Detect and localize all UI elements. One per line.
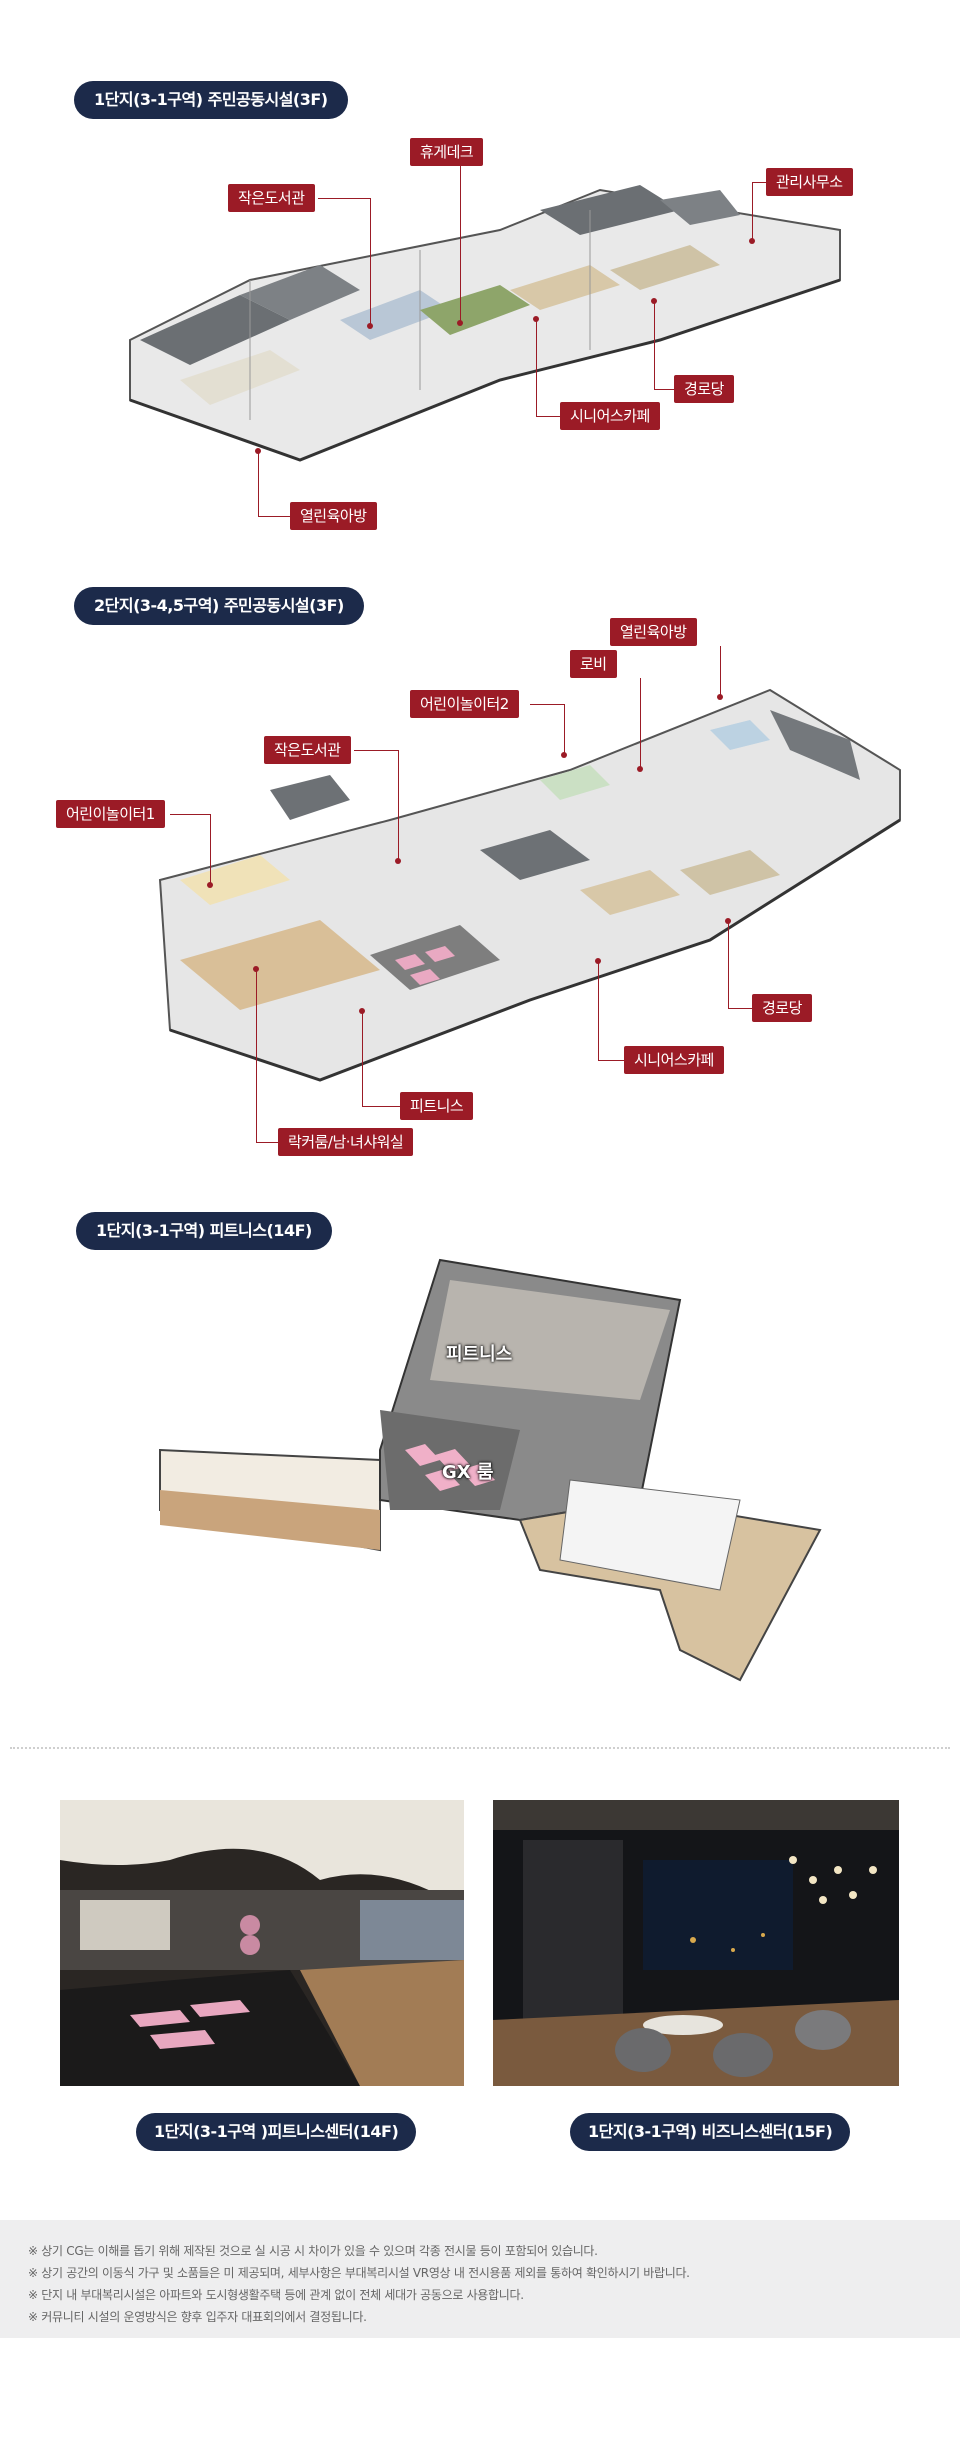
leader-line — [370, 198, 371, 326]
section-title-3: 1단지(3-1구역) 피트니스(14F) — [76, 1212, 332, 1250]
leader-line — [362, 1106, 400, 1107]
label-senior-center-1: 경로당 — [674, 375, 734, 403]
leader-line — [752, 182, 753, 240]
note-line: ※ 상기 CG는 이해를 돕기 위해 제작된 것으로 실 시공 시 차이가 있을… — [28, 2244, 598, 2258]
leader-line — [598, 960, 599, 1060]
note-line: ※ 단지 내 부대복리시설은 아파트와 도시형생활주택 등에 관계 없이 전체 … — [28, 2288, 524, 2302]
leader-dot — [725, 918, 731, 924]
label-lobby: 로비 — [570, 650, 617, 678]
leader-line — [752, 182, 766, 183]
leader-line — [654, 389, 674, 390]
label-open-nursery-2: 열린육아방 — [610, 618, 697, 646]
leader-line — [720, 646, 721, 696]
leader-line — [170, 814, 210, 815]
section-title-2: 2단지(3-4,5구역) 주민공동시설(3F) — [74, 587, 364, 625]
label-playground-1: 어린이놀이터1 — [56, 800, 165, 828]
leader-line — [536, 318, 537, 416]
leader-dot — [595, 958, 601, 964]
leader-line — [210, 814, 211, 884]
photo-caption-fitness: 1단지(3-1구역 )피트니스센터(14F) — [136, 2113, 417, 2151]
leader-line — [354, 750, 398, 751]
label-rest-deck: 휴게데크 — [410, 138, 484, 166]
leader-line — [530, 704, 564, 705]
leader-line — [256, 968, 257, 1142]
label-fitness-2: 피트니스 — [400, 1092, 474, 1120]
leader-line — [728, 920, 729, 1008]
disclaimer-notes: ※ 상기 CG는 이해를 돕기 위해 제작된 것으로 실 시공 시 차이가 있을… — [0, 2220, 960, 2338]
leader-line — [564, 704, 565, 754]
leader-line — [362, 1010, 363, 1106]
label-playground-2: 어린이놀이터2 — [410, 690, 519, 718]
leader-dot — [367, 323, 373, 329]
label-management-office: 관리사무소 — [766, 168, 853, 196]
photo-fitness-center — [60, 1800, 464, 2086]
leader-line — [258, 516, 290, 517]
room-label-gx-room: GX 룸 — [442, 1462, 494, 1483]
leader-dot — [395, 858, 401, 864]
label-small-library-2: 작은도서관 — [264, 736, 351, 764]
leader-line — [728, 1008, 752, 1009]
leader-dot — [255, 448, 261, 454]
leader-dot — [457, 320, 463, 326]
leader-line — [598, 1060, 624, 1061]
leader-line — [640, 678, 641, 768]
leader-line — [318, 198, 370, 199]
note-line: ※ 상기 공간의 이동식 가구 및 소품들은 미 제공되며, 세부사항은 부대복… — [28, 2266, 690, 2280]
leader-dot — [717, 694, 723, 700]
floor-plan-3 — [140, 1250, 830, 1700]
section-divider — [10, 1747, 950, 1749]
leader-dot — [561, 752, 567, 758]
leader-line — [654, 300, 655, 389]
leader-dot — [651, 298, 657, 304]
label-small-library-1: 작은도서관 — [228, 184, 315, 212]
leader-line — [256, 1142, 278, 1143]
label-senior-cafe-1: 시니어스카페 — [560, 402, 660, 430]
label-open-nursery-1: 열린육아방 — [290, 502, 377, 530]
leader-line — [536, 416, 560, 417]
leader-dot — [253, 966, 259, 972]
floor-plan-2 — [150, 670, 910, 1110]
room-label-fitness: 피트니스 — [446, 1344, 513, 1365]
leader-line — [460, 166, 461, 322]
leader-line — [398, 750, 399, 860]
photo-business-center — [493, 1800, 899, 2086]
leader-dot — [749, 238, 755, 244]
section-title-1: 1단지(3-1구역) 주민공동시설(3F) — [74, 81, 348, 119]
photo-caption-business: 1단지(3-1구역) 비즈니스센터(15F) — [570, 2113, 851, 2151]
note-line: ※ 커뮤니티 시설의 운영방식은 향후 입주자 대표회의에서 결정됩니다. — [28, 2310, 367, 2324]
floor-plan-1 — [120, 160, 860, 480]
leader-dot — [637, 766, 643, 772]
leader-dot — [359, 1008, 365, 1014]
leader-dot — [207, 882, 213, 888]
label-senior-cafe-2: 시니어스카페 — [624, 1046, 724, 1074]
label-senior-center-2: 경로당 — [752, 994, 812, 1022]
leader-line — [258, 450, 259, 516]
leader-dot — [533, 316, 539, 322]
label-locker-shower: 락커룸/남·녀샤워실 — [278, 1128, 414, 1156]
